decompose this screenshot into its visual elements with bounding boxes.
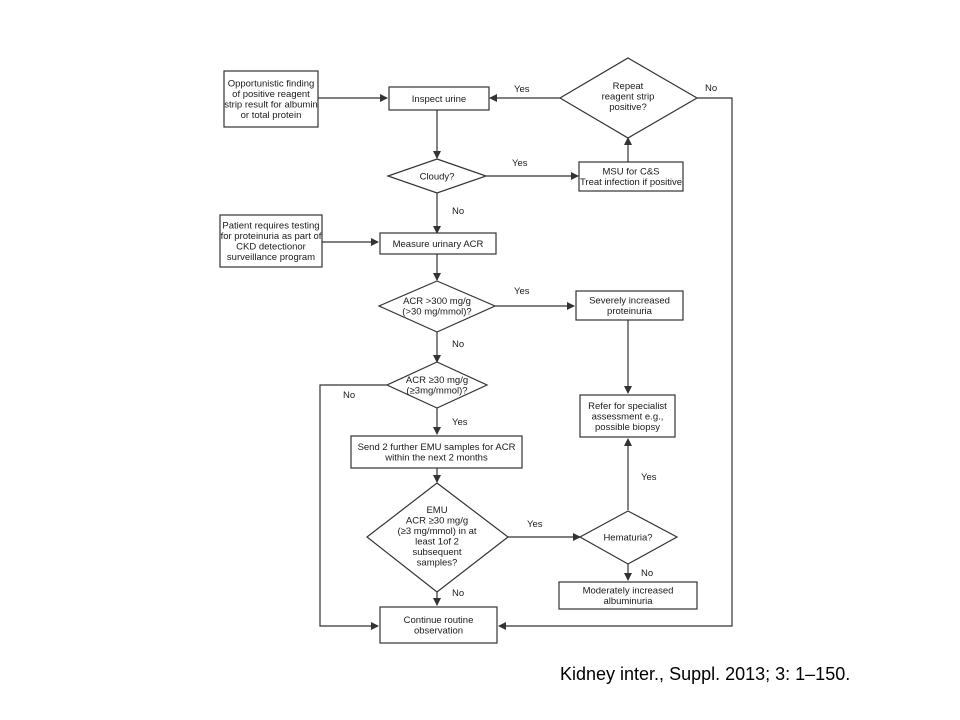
edge-label-acr300-no: No	[452, 339, 464, 350]
refer-line: possible biopsy	[595, 422, 660, 433]
emu-line: samples?	[417, 558, 458, 569]
severe-line: Severely increased	[589, 296, 670, 307]
acr300-line: ACR >300 mg/g	[403, 296, 471, 307]
refer-line: assessment e.g.,	[592, 411, 664, 422]
node-hematuria-decision: Hematuria?	[578, 510, 679, 565]
node-acr300-decision-text: ACR >300 mg/g(>30 mg/mmol)?	[402, 296, 471, 318]
edge-label-acr30-no: No	[343, 390, 355, 401]
repeat-line: positive?	[609, 102, 647, 113]
acr30-line: (≥3mg/mmol)?	[406, 386, 467, 397]
node-acr30-decision-text: ACR ≥30 mg/g(≥3mg/mmol)?	[406, 375, 468, 397]
edge-label-repeat-no: No	[705, 83, 717, 94]
edge-label-acr30-yes: Yes	[452, 417, 468, 428]
node-inspect-urine-text: Inspect urine	[412, 94, 466, 105]
citation: Kidney inter., Suppl. 2013; 3: 1–150.	[560, 664, 851, 684]
node-measure-acr-text: Measure urinary ACR	[393, 239, 484, 250]
node-acr30-decision: ACR ≥30 mg/g(≥3mg/mmol)?	[385, 361, 489, 409]
continue-line: observation	[414, 626, 463, 637]
edge-labels: Yes No Yes No Yes No No Yes Yes No Yes N…	[343, 83, 717, 599]
node-inspect-urine: Inspect urine	[388, 86, 490, 111]
moderate-line: Moderately increased	[583, 586, 674, 597]
emu-line: subsequent	[412, 547, 461, 558]
edge-label-acr300-yes: Yes	[514, 286, 530, 297]
severe-line: proteinuria	[607, 306, 653, 317]
edge-label-cloudy-yes: Yes	[512, 158, 528, 169]
refer-line: Refer for specialist	[588, 401, 667, 412]
send-line: Send 2 further EMU samples for ACR	[358, 442, 516, 453]
patient-line: CKD detectionor	[236, 242, 306, 253]
edge-label-emu-no: No	[452, 588, 464, 599]
acr30-line: ACR ≥30 mg/g	[406, 375, 468, 386]
opportunistic-line: or total protein	[241, 110, 302, 121]
node-acr300-decision: ACR >300 mg/g(>30 mg/mmol)?	[377, 280, 497, 333]
emu-line: least 1of 2	[415, 537, 459, 548]
msu-line: Treat infection if positive	[580, 177, 682, 188]
patient-line: Patient requires testing	[222, 221, 319, 232]
opportunistic-line: of positive reagent	[232, 89, 310, 100]
edge-label-emu-yes: Yes	[527, 519, 543, 530]
patient-line: surveillance program	[227, 252, 315, 263]
continue-line: Continue routine	[404, 615, 474, 626]
emu-line: ACR ≥30 mg/g	[406, 516, 468, 527]
node-cloudy-decision: Cloudy?	[386, 158, 488, 194]
send-line: within the next 2 months	[384, 453, 488, 464]
edges	[318, 94, 733, 630]
edge-label-hematuria-no: No	[641, 568, 653, 579]
moderate-line: albuminuria	[603, 596, 653, 607]
hematuria-line: Hematuria?	[603, 532, 652, 543]
opportunistic-line: Opportunistic finding	[228, 79, 315, 90]
opportunistic-line: strip result for albumin	[224, 100, 317, 111]
node-hematuria-decision-text: Hematuria?	[603, 532, 652, 543]
cloudy-line: Cloudy?	[420, 171, 455, 182]
repeat-line: reagent strip	[602, 91, 655, 102]
edge-label-repeat-yes: Yes	[514, 84, 530, 95]
msu-line: MSU for C&S	[602, 167, 659, 178]
edge-acr30-no-to-continue	[319, 384, 387, 630]
repeat-line: Repeat	[613, 81, 644, 92]
edge-label-cloudy-no: No	[452, 206, 464, 217]
edge-label-hematuria-yes: Yes	[641, 472, 657, 483]
emu-line: EMU	[426, 505, 447, 516]
patient-line: for proteinuria as part of	[221, 231, 322, 242]
inspect-line: Inspect urine	[412, 94, 466, 105]
measure-line: Measure urinary ACR	[393, 239, 484, 250]
edge-repeat-no-to-continue	[498, 97, 733, 630]
emu-line: (≥3 mg/mmol) in at	[397, 526, 476, 537]
node-cloudy-decision-text: Cloudy?	[420, 171, 455, 182]
node-measure-acr: Measure urinary ACR	[379, 232, 497, 255]
acr300-line: (>30 mg/mmol)?	[402, 307, 471, 318]
